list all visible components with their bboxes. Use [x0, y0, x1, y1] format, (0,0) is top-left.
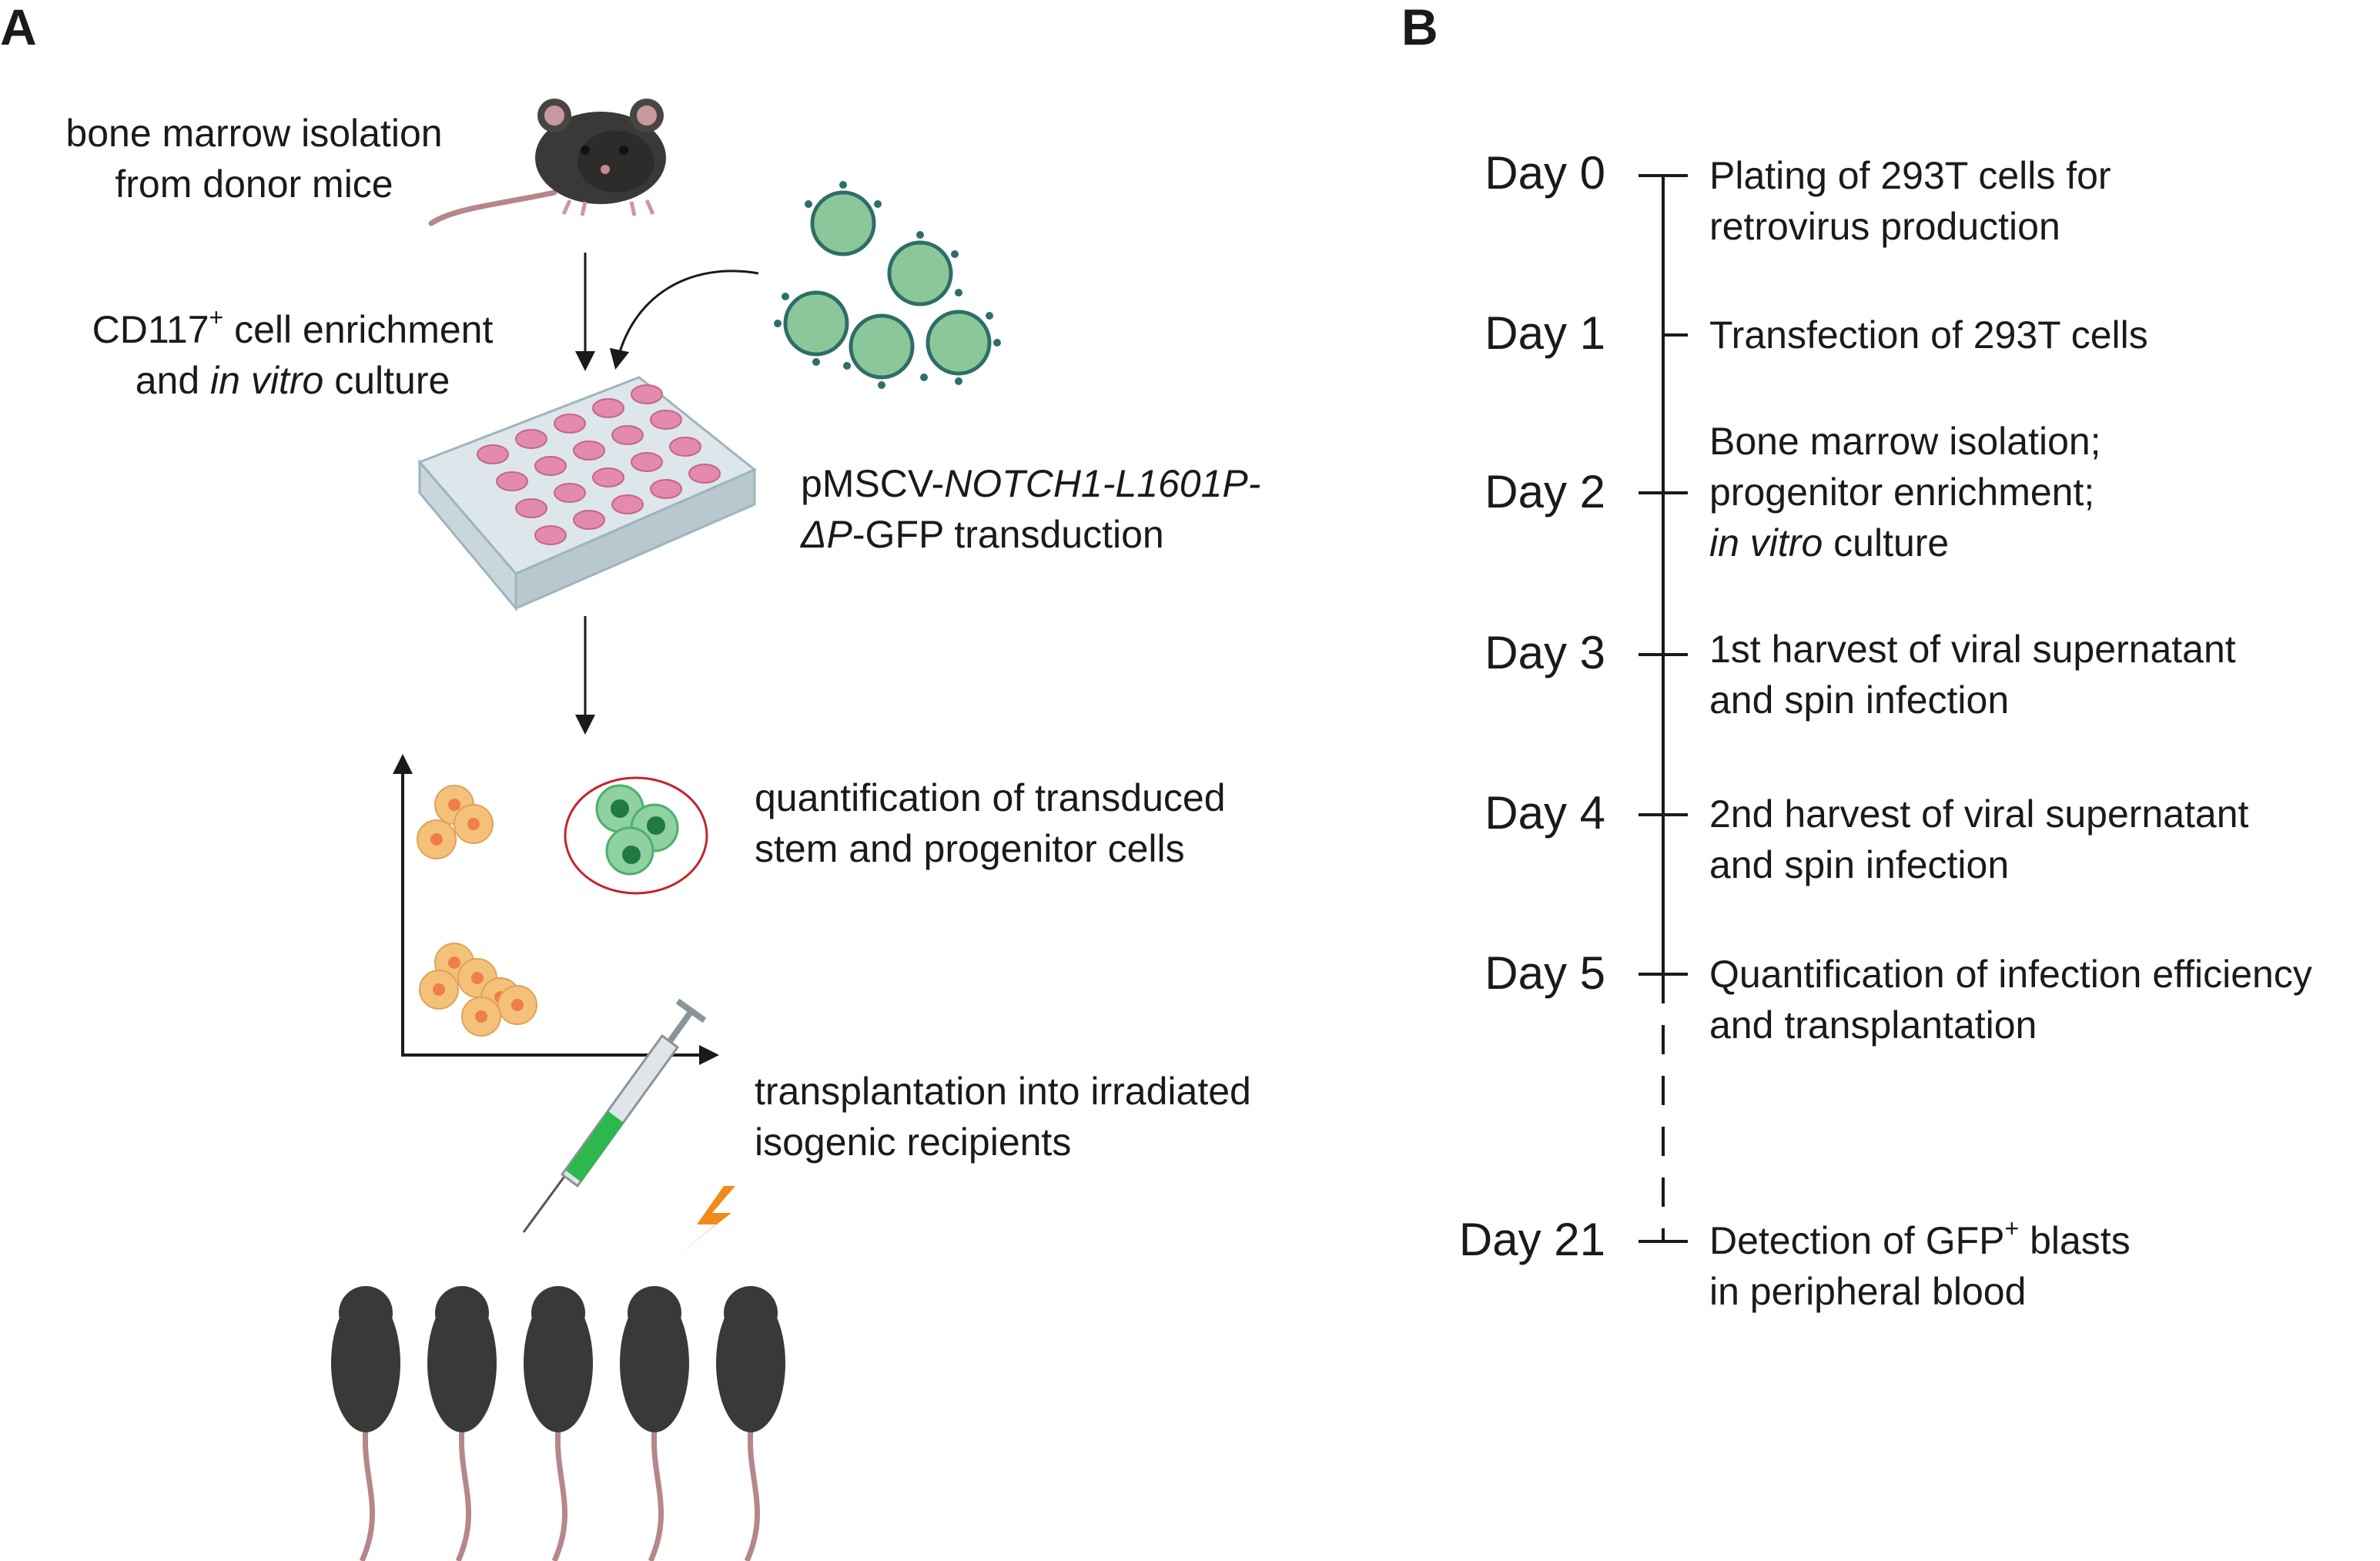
quantification-label: quantification of transduced stem and pr… — [755, 776, 1226, 870]
gfp-cell-gate — [564, 776, 708, 895]
recipient-mouse-icon — [331, 1286, 785, 1561]
day-description: 2nd harvest of viral supernatant and spi… — [1709, 792, 2249, 886]
well-plate-icon — [417, 376, 757, 612]
day-description: Detection of GFP+ blasts in peripheral b… — [1709, 1214, 2131, 1313]
virus-cluster-icon — [774, 181, 1001, 389]
donor-mouse-icon — [428, 99, 666, 226]
syringe-icon — [522, 998, 707, 1233]
day-label: Day 4 — [1485, 787, 1605, 839]
orange-cell-icon — [417, 785, 537, 1037]
transplantation-label: transplantation into irradiated isogenic… — [755, 1070, 1251, 1164]
lightning-icon — [678, 1186, 735, 1255]
transduction-label: pMSCV-NOTCH1-L1601P- ΔP-GFP transduction — [801, 462, 1261, 556]
panel-a-label: A — [0, 0, 37, 55]
day-label: Day 5 — [1485, 947, 1605, 999]
bone-marrow-label: bone marrow isolation from donor mice — [65, 112, 443, 206]
day-label: Day 3 — [1485, 627, 1605, 678]
panel-b-label: B — [1401, 0, 1438, 55]
day-label: Day 1 — [1485, 307, 1605, 359]
day-description: Transfection of 293T cells — [1709, 313, 2148, 357]
day-description: Bone marrow isolation; progenitor enrich… — [1709, 420, 2101, 564]
day-label: Day 0 — [1485, 147, 1605, 199]
arrow-virus-to-plate — [609, 270, 759, 370]
day-description: Plating of 293T cells for retrovirus pro… — [1709, 154, 2111, 248]
day-label: Day 2 — [1485, 466, 1605, 518]
enrichment-label: CD117+ cell enrichment and in vitro cult… — [92, 303, 494, 402]
timeline-ticks — [1639, 174, 1688, 1243]
day-description: 1st harvest of viral supernatant and spi… — [1709, 628, 2236, 722]
day-description: Quantification of infection efficiency a… — [1709, 953, 2312, 1047]
day-label: Day 21 — [1458, 1214, 1605, 1265]
